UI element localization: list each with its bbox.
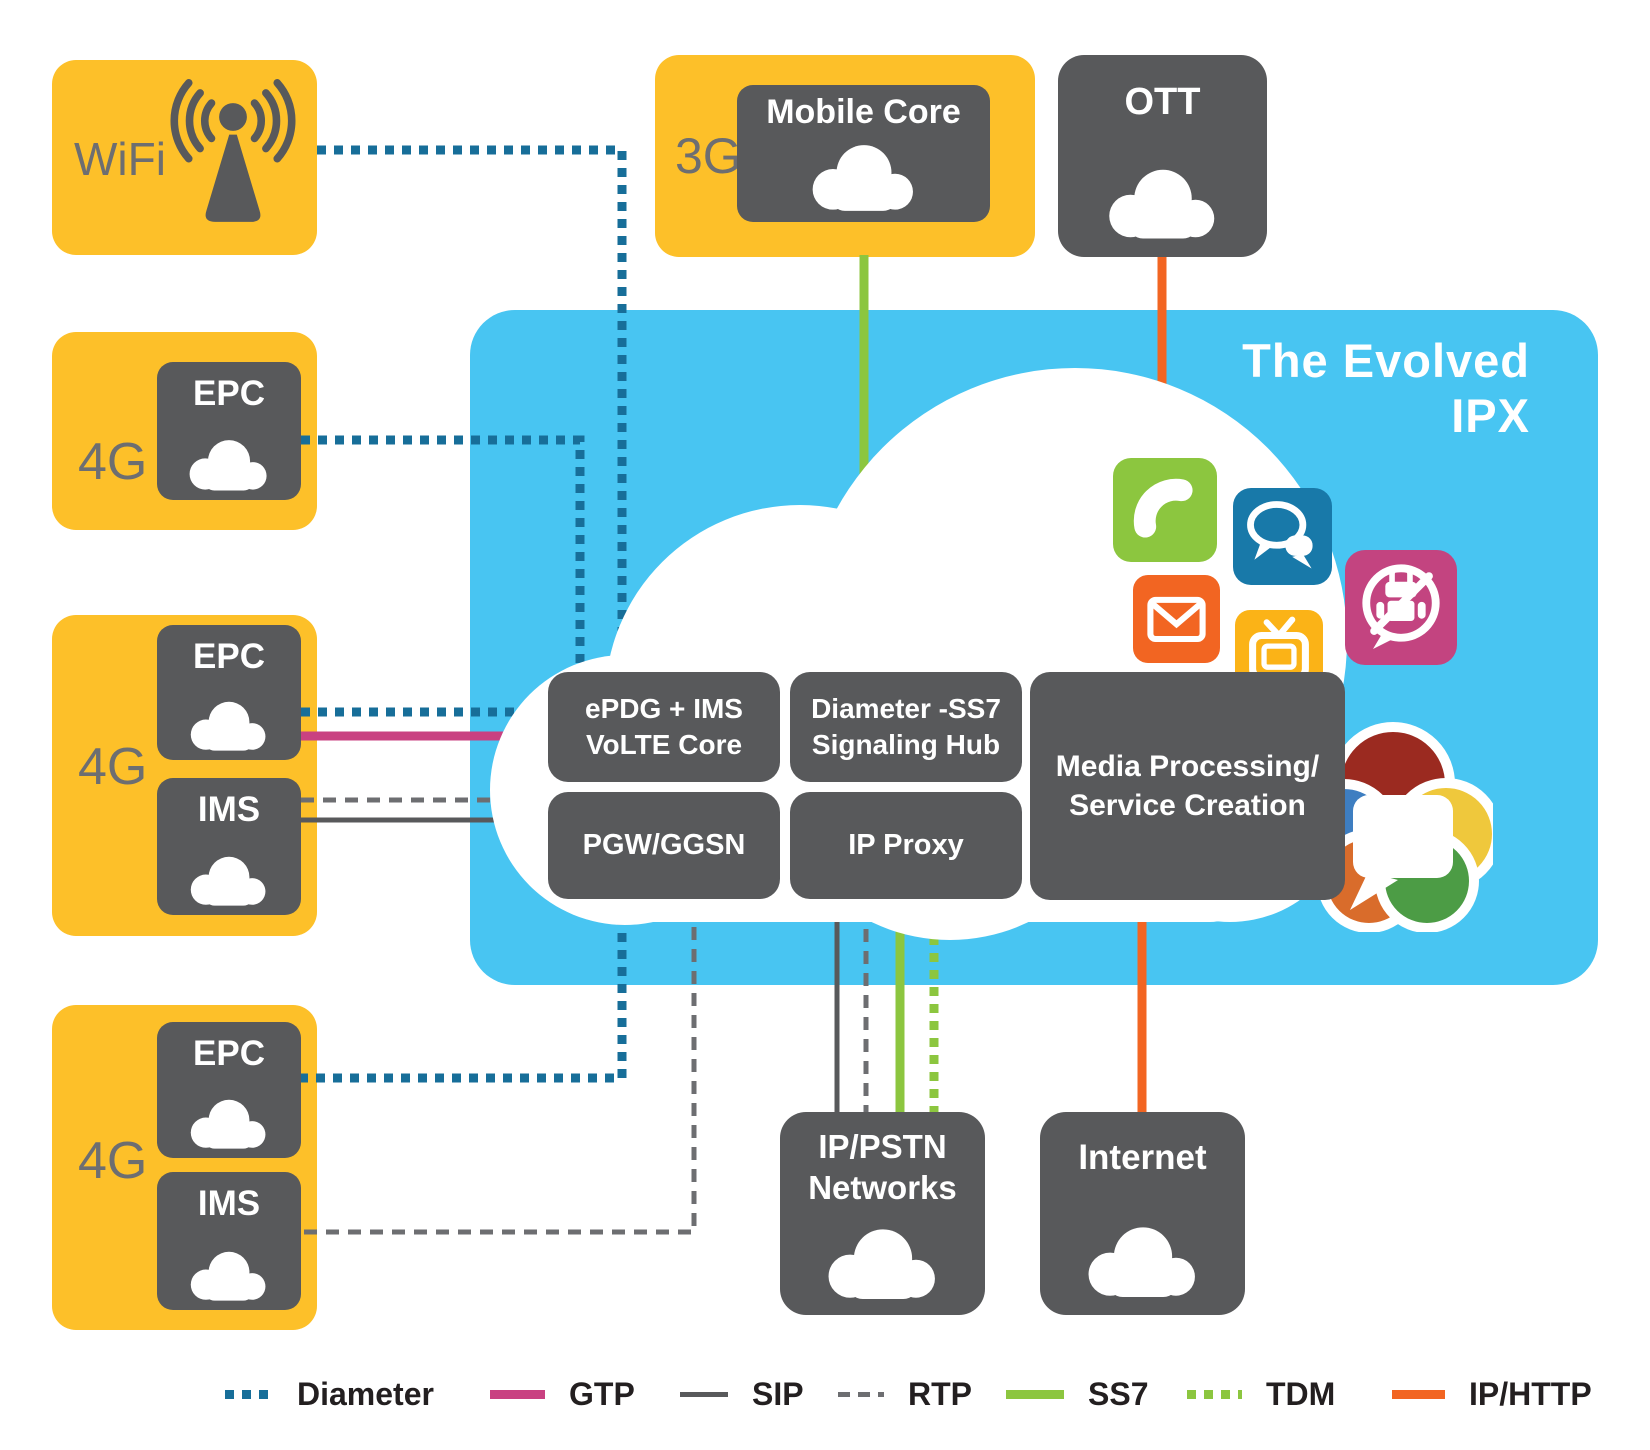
legend-label: IP/HTTP xyxy=(1469,1375,1592,1412)
no-robot-icon xyxy=(1362,564,1440,649)
epc-box: EPC xyxy=(157,1022,301,1158)
ims-label: IMS xyxy=(197,1184,261,1223)
legend-label: RTP xyxy=(908,1375,972,1412)
envelope-icon xyxy=(1147,596,1206,643)
epdg-volte-core-box: ePDG + IMS VoLTE Core xyxy=(548,672,780,782)
legend-item-gtp: GTP xyxy=(490,1375,635,1413)
legend-label: GTP xyxy=(569,1375,635,1412)
sip-line-swatch xyxy=(680,1391,728,1397)
ott-label: OTT xyxy=(1124,81,1201,123)
gtp-line-swatch xyxy=(490,1389,545,1399)
epc-box: EPC xyxy=(157,362,301,500)
diameter-ss7-hub-box: Diameter -SS7 Signaling Hub xyxy=(790,672,1022,782)
epc-label: EPC xyxy=(193,374,265,413)
mobile-core-box: Mobile Core xyxy=(737,85,990,222)
4g-label: 4G xyxy=(78,1132,148,1190)
ip-pstn-label: IP/PSTN Networks xyxy=(808,1128,957,1207)
legend-label: SS7 xyxy=(1088,1375,1149,1412)
ims-box: IMS xyxy=(157,778,301,915)
cloud-icon xyxy=(189,440,267,491)
internet-node: Internet xyxy=(1040,1112,1245,1315)
4g-node-middle: 4G EPC IMS xyxy=(52,615,317,936)
legend-item-sip: SIP xyxy=(680,1375,804,1413)
anti-spam-tile xyxy=(1345,550,1457,665)
ip-pstn-node: IP/PSTN Networks xyxy=(780,1112,985,1315)
ims-box: IMS xyxy=(157,1172,301,1310)
tdm-line-swatch xyxy=(1187,1389,1242,1399)
mobile-core-label: Mobile Core xyxy=(766,93,961,131)
pgw-ggsn-box: PGW/GGSN xyxy=(548,792,780,899)
4g-node-bottom: 4G EPC IMS xyxy=(52,1005,317,1330)
mail-service-tile xyxy=(1133,575,1220,663)
cloud-icon xyxy=(812,145,913,211)
iphttp-line-swatch xyxy=(1392,1389,1445,1399)
legend-item-tdm: TDM xyxy=(1187,1375,1335,1413)
legend-item-ss7: SS7 xyxy=(1006,1375,1148,1413)
4g-label: 4G xyxy=(78,433,148,491)
epc-box: EPC xyxy=(157,625,301,760)
4g-label: 4G xyxy=(78,738,148,796)
ott-node: OTT xyxy=(1058,55,1267,257)
wifi-node: WiFi xyxy=(52,60,317,255)
cloud-icon xyxy=(1108,169,1214,239)
legend-item-diameter: Diameter xyxy=(225,1375,434,1413)
ip-proxy-box: IP Proxy xyxy=(790,792,1022,899)
messaging-service-tile xyxy=(1233,488,1332,585)
cloud-icon xyxy=(190,856,266,906)
internet-label: Internet xyxy=(1078,1138,1207,1177)
phone-icon xyxy=(1133,478,1193,538)
4g-node-top: 4G EPC xyxy=(52,332,317,530)
cloud-icon xyxy=(1088,1227,1195,1297)
legend-label: SIP xyxy=(752,1375,804,1412)
cloud-icon xyxy=(190,1251,266,1301)
legend-label: TDM xyxy=(1266,1375,1336,1412)
wifi-label: WiFi xyxy=(74,133,166,185)
ss7-line-swatch xyxy=(1006,1389,1064,1399)
wifi-antenna-icon xyxy=(170,79,296,222)
voice-service-tile xyxy=(1113,458,1217,562)
3g-label: 3G xyxy=(675,128,742,184)
legend-item-rtp: RTP xyxy=(838,1375,972,1413)
cloud-icon xyxy=(190,701,266,751)
title-line-1: The Evolved xyxy=(1242,334,1530,387)
cloud-icon xyxy=(828,1229,935,1299)
page-title: The Evolved IPX xyxy=(1100,333,1530,444)
diameter-line-swatch xyxy=(225,1389,273,1399)
legend-item-iphttp: IP/HTTP xyxy=(1392,1375,1592,1413)
rtp-line-swatch xyxy=(838,1391,884,1397)
3g-node: 3G Mobile Core xyxy=(655,55,1035,257)
epc-label: EPC xyxy=(193,637,265,676)
title-line-2: IPX xyxy=(1451,389,1530,443)
legend-label: Diameter xyxy=(297,1375,434,1412)
chat-bubbles-icon xyxy=(1247,501,1313,569)
ims-label: IMS xyxy=(197,790,261,829)
media-processing-box: Media Processing/ Service Creation xyxy=(1030,672,1345,900)
epc-label: EPC xyxy=(193,1034,265,1073)
cloud-icon xyxy=(190,1099,266,1149)
